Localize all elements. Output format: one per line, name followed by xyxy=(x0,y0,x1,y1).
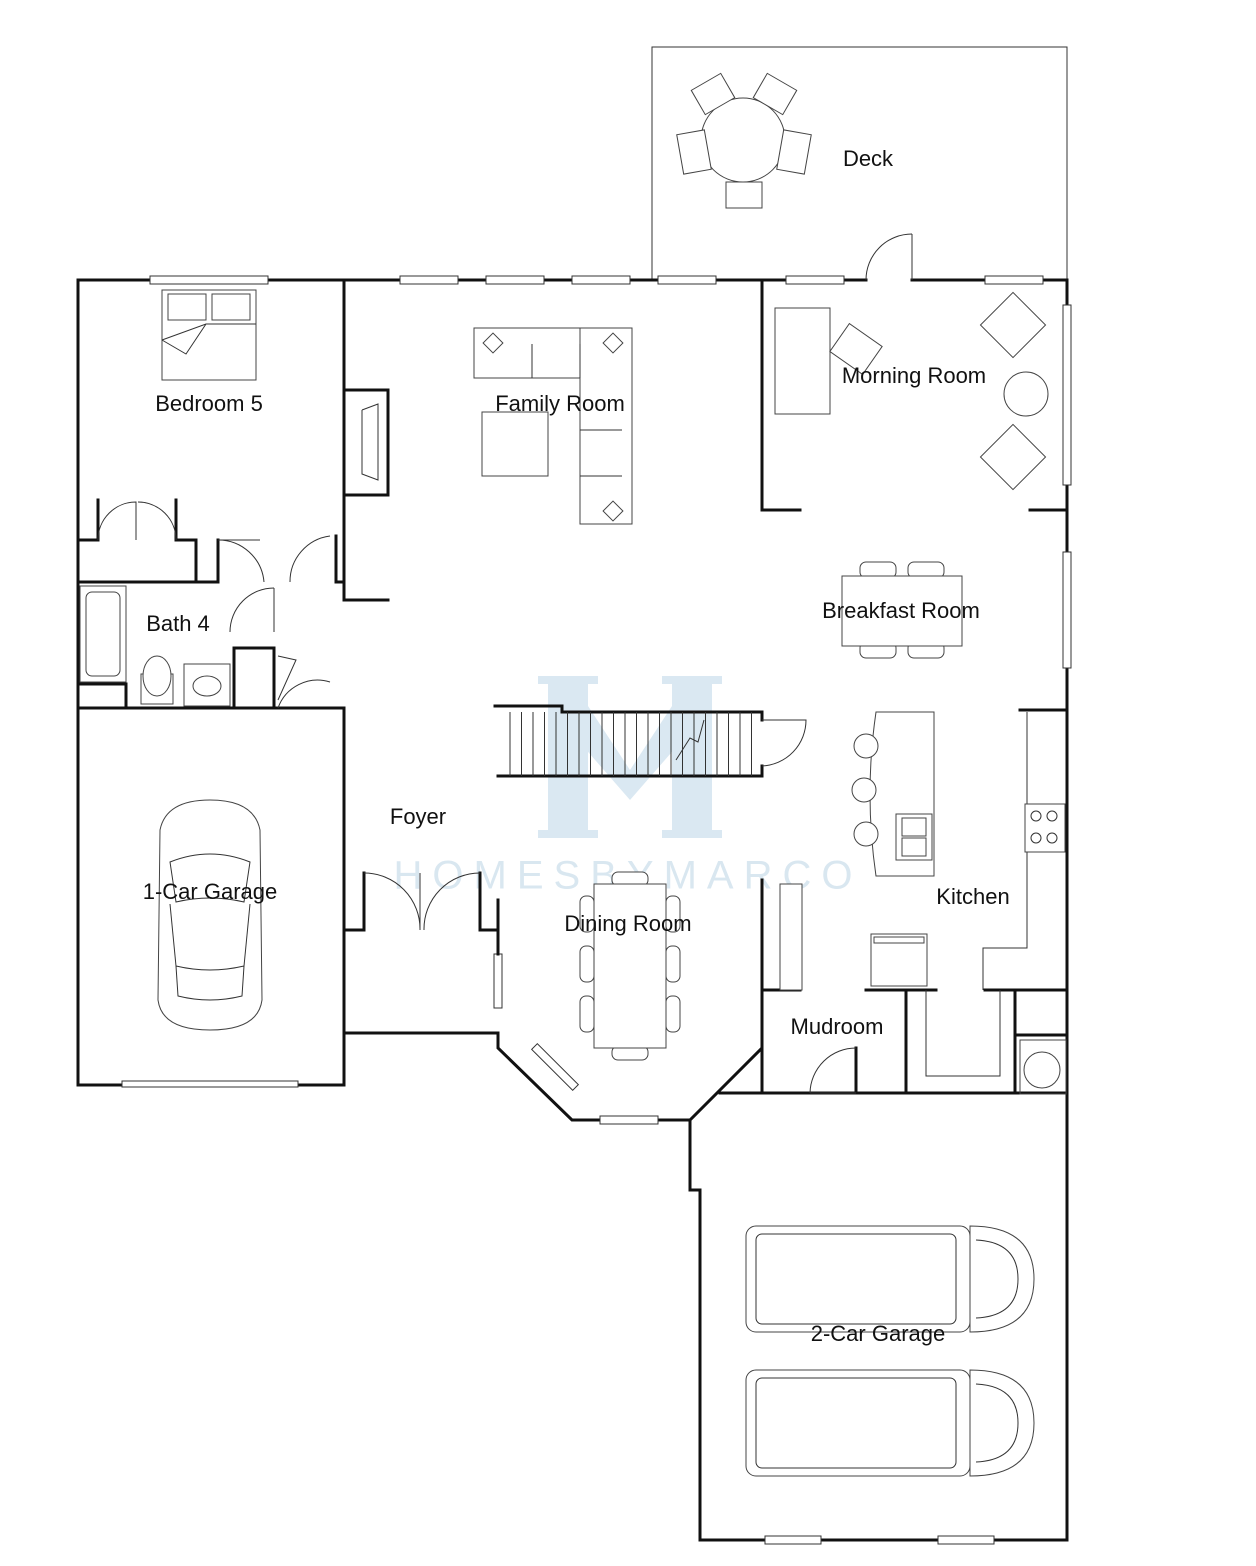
lounge-chairs-icon xyxy=(979,291,1049,491)
watermark: HOMESBYMARCO xyxy=(394,676,852,898)
label-bedroom-5: Bedroom 5 xyxy=(155,391,263,416)
ottoman-icon xyxy=(481,411,549,477)
label-breakfast-room: Breakfast Room xyxy=(822,598,980,623)
label-mudroom: Mudroom xyxy=(791,1014,884,1039)
truck-icon xyxy=(745,1369,1035,1477)
label-2-car-garage: 2-Car Garage xyxy=(811,1321,946,1346)
label-dining-room: Dining Room xyxy=(564,911,691,936)
truck-icon xyxy=(745,1225,1035,1333)
label-deck: Deck xyxy=(843,146,894,171)
label-foyer: Foyer xyxy=(390,804,446,829)
deck-table-icon xyxy=(676,72,812,209)
sink-icon xyxy=(183,663,231,707)
room-labels: Deck Bedroom 5 Family Room Morning Room … xyxy=(143,146,1010,1346)
breakfast-table-icon xyxy=(841,561,963,659)
water-heater-icon xyxy=(1023,1051,1061,1089)
interior-walls xyxy=(76,278,1069,1095)
dining-table-icon xyxy=(579,871,681,1061)
stairs-icon xyxy=(509,712,752,776)
label-morning-room: Morning Room xyxy=(842,363,986,388)
label-kitchen: Kitchen xyxy=(936,884,1009,909)
furniture xyxy=(79,289,1067,1477)
bed-icon xyxy=(161,289,257,381)
deck-area xyxy=(651,46,1068,280)
label-1-car-garage: 1-Car Garage xyxy=(143,879,278,904)
mudroom-bench-icon xyxy=(779,883,803,991)
kitchen-island-icon xyxy=(851,711,935,877)
windows xyxy=(121,275,1072,1545)
bathtub-icon xyxy=(79,585,127,683)
label-family-room: Family Room xyxy=(495,391,625,416)
label-bath-4: Bath 4 xyxy=(146,611,210,636)
stair-break-line xyxy=(675,719,705,761)
sofa-icon xyxy=(473,327,633,525)
car-icon xyxy=(157,799,263,1031)
doors xyxy=(97,233,913,1094)
desk-icon xyxy=(774,307,883,415)
kitchen-counter-icon xyxy=(870,712,1066,990)
toilet-icon xyxy=(140,655,174,705)
